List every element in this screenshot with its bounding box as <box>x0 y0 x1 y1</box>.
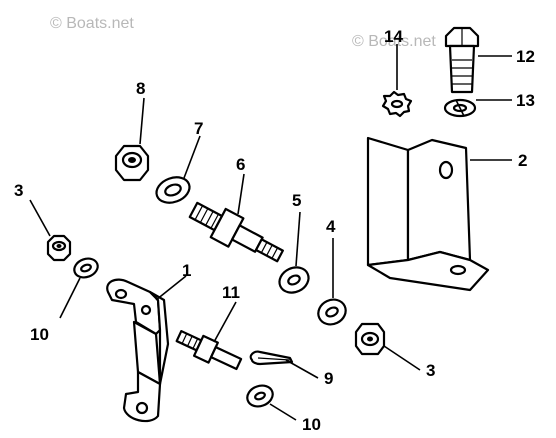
part-4-washer <box>317 298 347 326</box>
part-12-bolt <box>444 26 480 94</box>
callout-7: 7 <box>194 119 203 138</box>
part-9-cotter-pin <box>249 350 294 366</box>
callout-8: 8 <box>136 79 145 98</box>
leader-10-bottom <box>269 403 297 421</box>
callout-10-left: 10 <box>30 325 49 344</box>
callout-11: 11 <box>222 283 240 302</box>
callout-9: 9 <box>324 369 333 388</box>
leader-1 <box>155 275 187 301</box>
leader-7 <box>183 135 201 179</box>
callout-12: 12 <box>516 47 535 66</box>
leader-3-left <box>29 199 51 237</box>
callout-4: 4 <box>326 217 336 236</box>
callout-14: 14 <box>384 27 403 46</box>
leader-3-right <box>383 345 421 371</box>
leader-6 <box>237 173 245 215</box>
callout-2: 2 <box>518 151 527 170</box>
part-11-pin <box>175 329 243 371</box>
part-3-nut-left <box>46 234 72 262</box>
leader-8 <box>139 97 145 145</box>
part-2-bracket <box>366 136 490 292</box>
leader-10-left <box>59 277 81 319</box>
leader-9 <box>285 359 319 379</box>
part-5-washer <box>278 266 310 294</box>
part-7-washer <box>155 176 191 204</box>
part-14-star-washer <box>381 90 413 118</box>
part-13-lock-washer <box>443 98 477 118</box>
watermark-top-left: © Boats.net <box>50 15 134 32</box>
part-1-bracket <box>106 278 170 423</box>
callout-13: 13 <box>516 91 535 110</box>
callout-1: 1 <box>182 261 191 280</box>
callout-6: 6 <box>236 155 245 174</box>
callout-5: 5 <box>292 191 301 210</box>
part-6-stud <box>188 201 284 263</box>
part-3-nut-right <box>354 322 386 356</box>
leader-5 <box>295 211 301 267</box>
callout-3-right: 3 <box>426 361 435 380</box>
part-10-washer-left <box>73 257 99 279</box>
watermark-top-right: © Boats.net <box>352 33 436 50</box>
part-10-washer-bottom <box>246 384 274 408</box>
leader-11 <box>213 301 237 343</box>
callout-3-left: 3 <box>14 181 23 200</box>
callout-10-bottom: 10 <box>302 415 321 434</box>
part-8-nut <box>114 144 150 182</box>
